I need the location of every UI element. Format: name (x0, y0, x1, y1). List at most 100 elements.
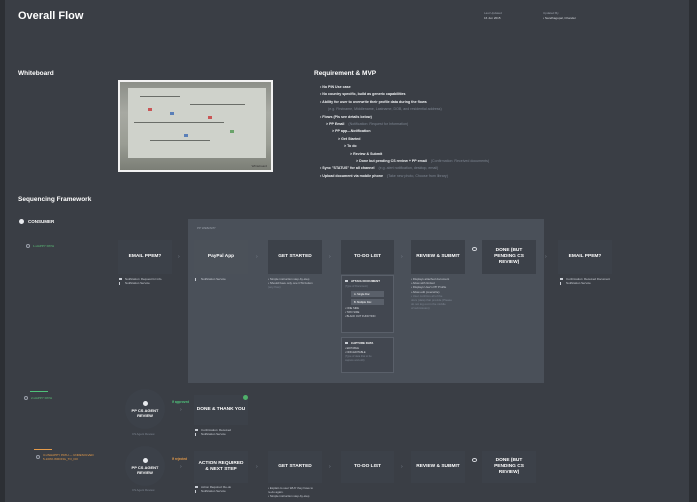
step-done-thank-you[interactable]: DONE & THANK YOU (194, 395, 248, 425)
agent-icon (142, 400, 148, 406)
step-paypal-app[interactable]: PayPal App (194, 240, 248, 274)
meta-right-value: • Nandhagopal, Chander (543, 16, 576, 20)
whiteboard-sticky-note (184, 134, 188, 137)
meta-left-value: 16 Jun 2015 (484, 16, 501, 20)
path-icon (36, 455, 40, 459)
multiple-doc-option[interactable]: B. Multiple Doc (351, 299, 384, 305)
mail-icon (195, 428, 198, 432)
note-line: do not log out in the middle (411, 302, 446, 307)
step7-notes: Confirmation: Received Document Notifica… (560, 277, 610, 285)
whiteboard-sticky-note (148, 108, 152, 111)
capture-icon (345, 341, 348, 345)
step2-notes: Notification Service (195, 277, 226, 281)
note-line: Notification Service (560, 281, 610, 285)
path-icon (24, 396, 28, 400)
sequencing-heading: Sequencing Framework (18, 196, 92, 203)
arrow-right-icon: › (256, 254, 258, 260)
page-title: Overall Flow (18, 10, 84, 22)
requirement-line: • Upload document via mobile phone(Take … (320, 173, 560, 180)
eye-icon (472, 247, 477, 251)
lane3-text: 3-UNHAPPY PATH — UNRESOLVED 5-100% WRONG… (43, 453, 94, 461)
requirements-list: • No PIN Use case • No country specific, … (320, 84, 560, 180)
whiteboard-sticky-note (170, 112, 174, 115)
flag-icon (560, 281, 562, 285)
requirement-note: (Notification: Request for Information) (348, 122, 409, 127)
requirement-text: • Sync "STATUS" for all channel (320, 166, 375, 171)
mail-icon (560, 277, 563, 281)
note-line: Action Required: Re-do (195, 485, 231, 489)
single-doc-option[interactable]: A. Single Doc (351, 291, 384, 297)
lane1-text: 1-HAPPY PATH (33, 244, 55, 248)
step-email-ppem[interactable]: EMAIL PPEM? (118, 240, 172, 274)
step-review-submit[interactable]: REVIEW & SUBMIT (411, 240, 465, 274)
step-get-started-redo[interactable]: GET STARTED (268, 451, 322, 483)
capture-line: capture and edit) (345, 359, 365, 362)
requirement-text: • Ability for user to overwrite their pr… (320, 99, 427, 104)
step-done-pending-redo[interactable]: DONE (BUT PENDING CS REVIEW) (482, 451, 536, 483)
capture-line: (Type of data that to be (345, 355, 372, 358)
whiteboard-photo[interactable]: Whiteboard (118, 80, 273, 172)
requirements-heading: Requirement & MVP (314, 70, 377, 77)
requirement-note: (e.g. Firstname, Middlename, Lastname, D… (328, 107, 442, 112)
requirement-line: • Flows (Pls see details below) (320, 114, 560, 121)
cs-agent-review-happy[interactable]: PP CS AGENT REVIEW (125, 389, 165, 429)
requirement-text: • No PIN Use case (320, 85, 351, 89)
note-line: • Simple instruction step-by-step (268, 277, 310, 281)
note-line: • Should have only one CTA button (268, 281, 313, 286)
note-line: Notification Service (195, 489, 231, 493)
requirement-line: > PP app—Notification (320, 128, 560, 135)
requirement-text: > PP app—Notification (332, 129, 371, 134)
requirement-line: > Review & Submit (320, 151, 560, 158)
attach-header: ATTACH DOCUMENT (345, 279, 390, 283)
whiteboard-heading: Whiteboard (18, 70, 54, 77)
cs-agent-review-unhappy[interactable]: PP CS AGENT REVIEW (125, 446, 165, 486)
step-todo-list[interactable]: TO-DO LIST (341, 240, 394, 274)
meta-right-label: Updated By (543, 11, 559, 15)
band-label: PP WEB/APP (197, 226, 216, 230)
mail-icon (195, 485, 198, 489)
step-get-started[interactable]: GET STARTED (268, 240, 322, 274)
requirement-text: • No country specific, build as generic … (320, 92, 406, 97)
requirement-text: • Upload document via mobile phone (320, 173, 383, 178)
agent-label: PP CS AGENT REVIEW (131, 464, 159, 475)
todo-detail-panel: ATTACH DOCUMENT (Type of Document) A. Si… (341, 275, 394, 375)
note-line: Notification: Request for info. (119, 277, 162, 281)
requirement-text: > Get Started (338, 136, 361, 141)
step5-notes: • Displays attached document • Allow wit… (411, 277, 452, 311)
consumer-label: CONSUMER (19, 219, 54, 224)
whiteboard-scribble (150, 140, 210, 141)
note-line: • User confirms all of the (411, 293, 443, 298)
whiteboard-image: Whiteboard (120, 82, 271, 170)
capture-header: CAPTURE DATA (345, 341, 390, 345)
note-line: Confirmation: Received Document (560, 277, 610, 281)
step-review-submit-redo[interactable]: REVIEW & SUBMIT (411, 451, 465, 483)
step-done-pending[interactable]: DONE (BUT PENDING CS REVIEW) (482, 240, 536, 274)
arrow-right-icon: › (401, 254, 403, 260)
consumer-text: CONSUMER (28, 219, 55, 224)
note-line: of submission) (411, 306, 430, 311)
lane2-notes: Confirmation: Received Notification Serv… (195, 428, 231, 436)
requirement-note: (Take new photo, Choose from library) (386, 173, 448, 178)
note-line: Confirmation: Received (195, 428, 231, 432)
requirement-text: • Flows (Pls see details below) (320, 114, 372, 119)
lane3-label: 3-UNHAPPY PATH — UNRESOLVED 5-100% WRONG… (36, 453, 94, 461)
note-line: • Simple instruction step-by-step (268, 494, 310, 499)
window-edge-right (689, 0, 697, 502)
step-action-required[interactable]: ACTION REQUIRED & NEXT STEP (194, 451, 248, 483)
arrow-right-icon: › (180, 407, 182, 413)
requirement-line: • No country specific, build as generic … (320, 91, 560, 98)
lane3-action-notes: Action Required: Re-do Notification Serv… (195, 485, 231, 493)
step-todo-list-redo[interactable]: TO-DO LIST (341, 451, 394, 483)
whiteboard-surface (128, 88, 266, 158)
person-icon (19, 219, 24, 224)
flag-icon (119, 281, 121, 285)
path-icon (26, 244, 30, 248)
step-email-ppem-confirm[interactable]: EMAIL PPEM? (558, 240, 612, 274)
whiteboard-sticky-note (208, 116, 212, 119)
arrow-right-icon: › (180, 464, 182, 470)
meta-updated-by: Updated By • Nandhagopal, Chander (543, 11, 576, 21)
if-rejected-tag: If rejected (172, 457, 188, 461)
side-option: • TWO SIDE (345, 311, 360, 314)
requirement-line: • Sync "STATUS" for all channel(e.g. ale… (320, 165, 560, 172)
